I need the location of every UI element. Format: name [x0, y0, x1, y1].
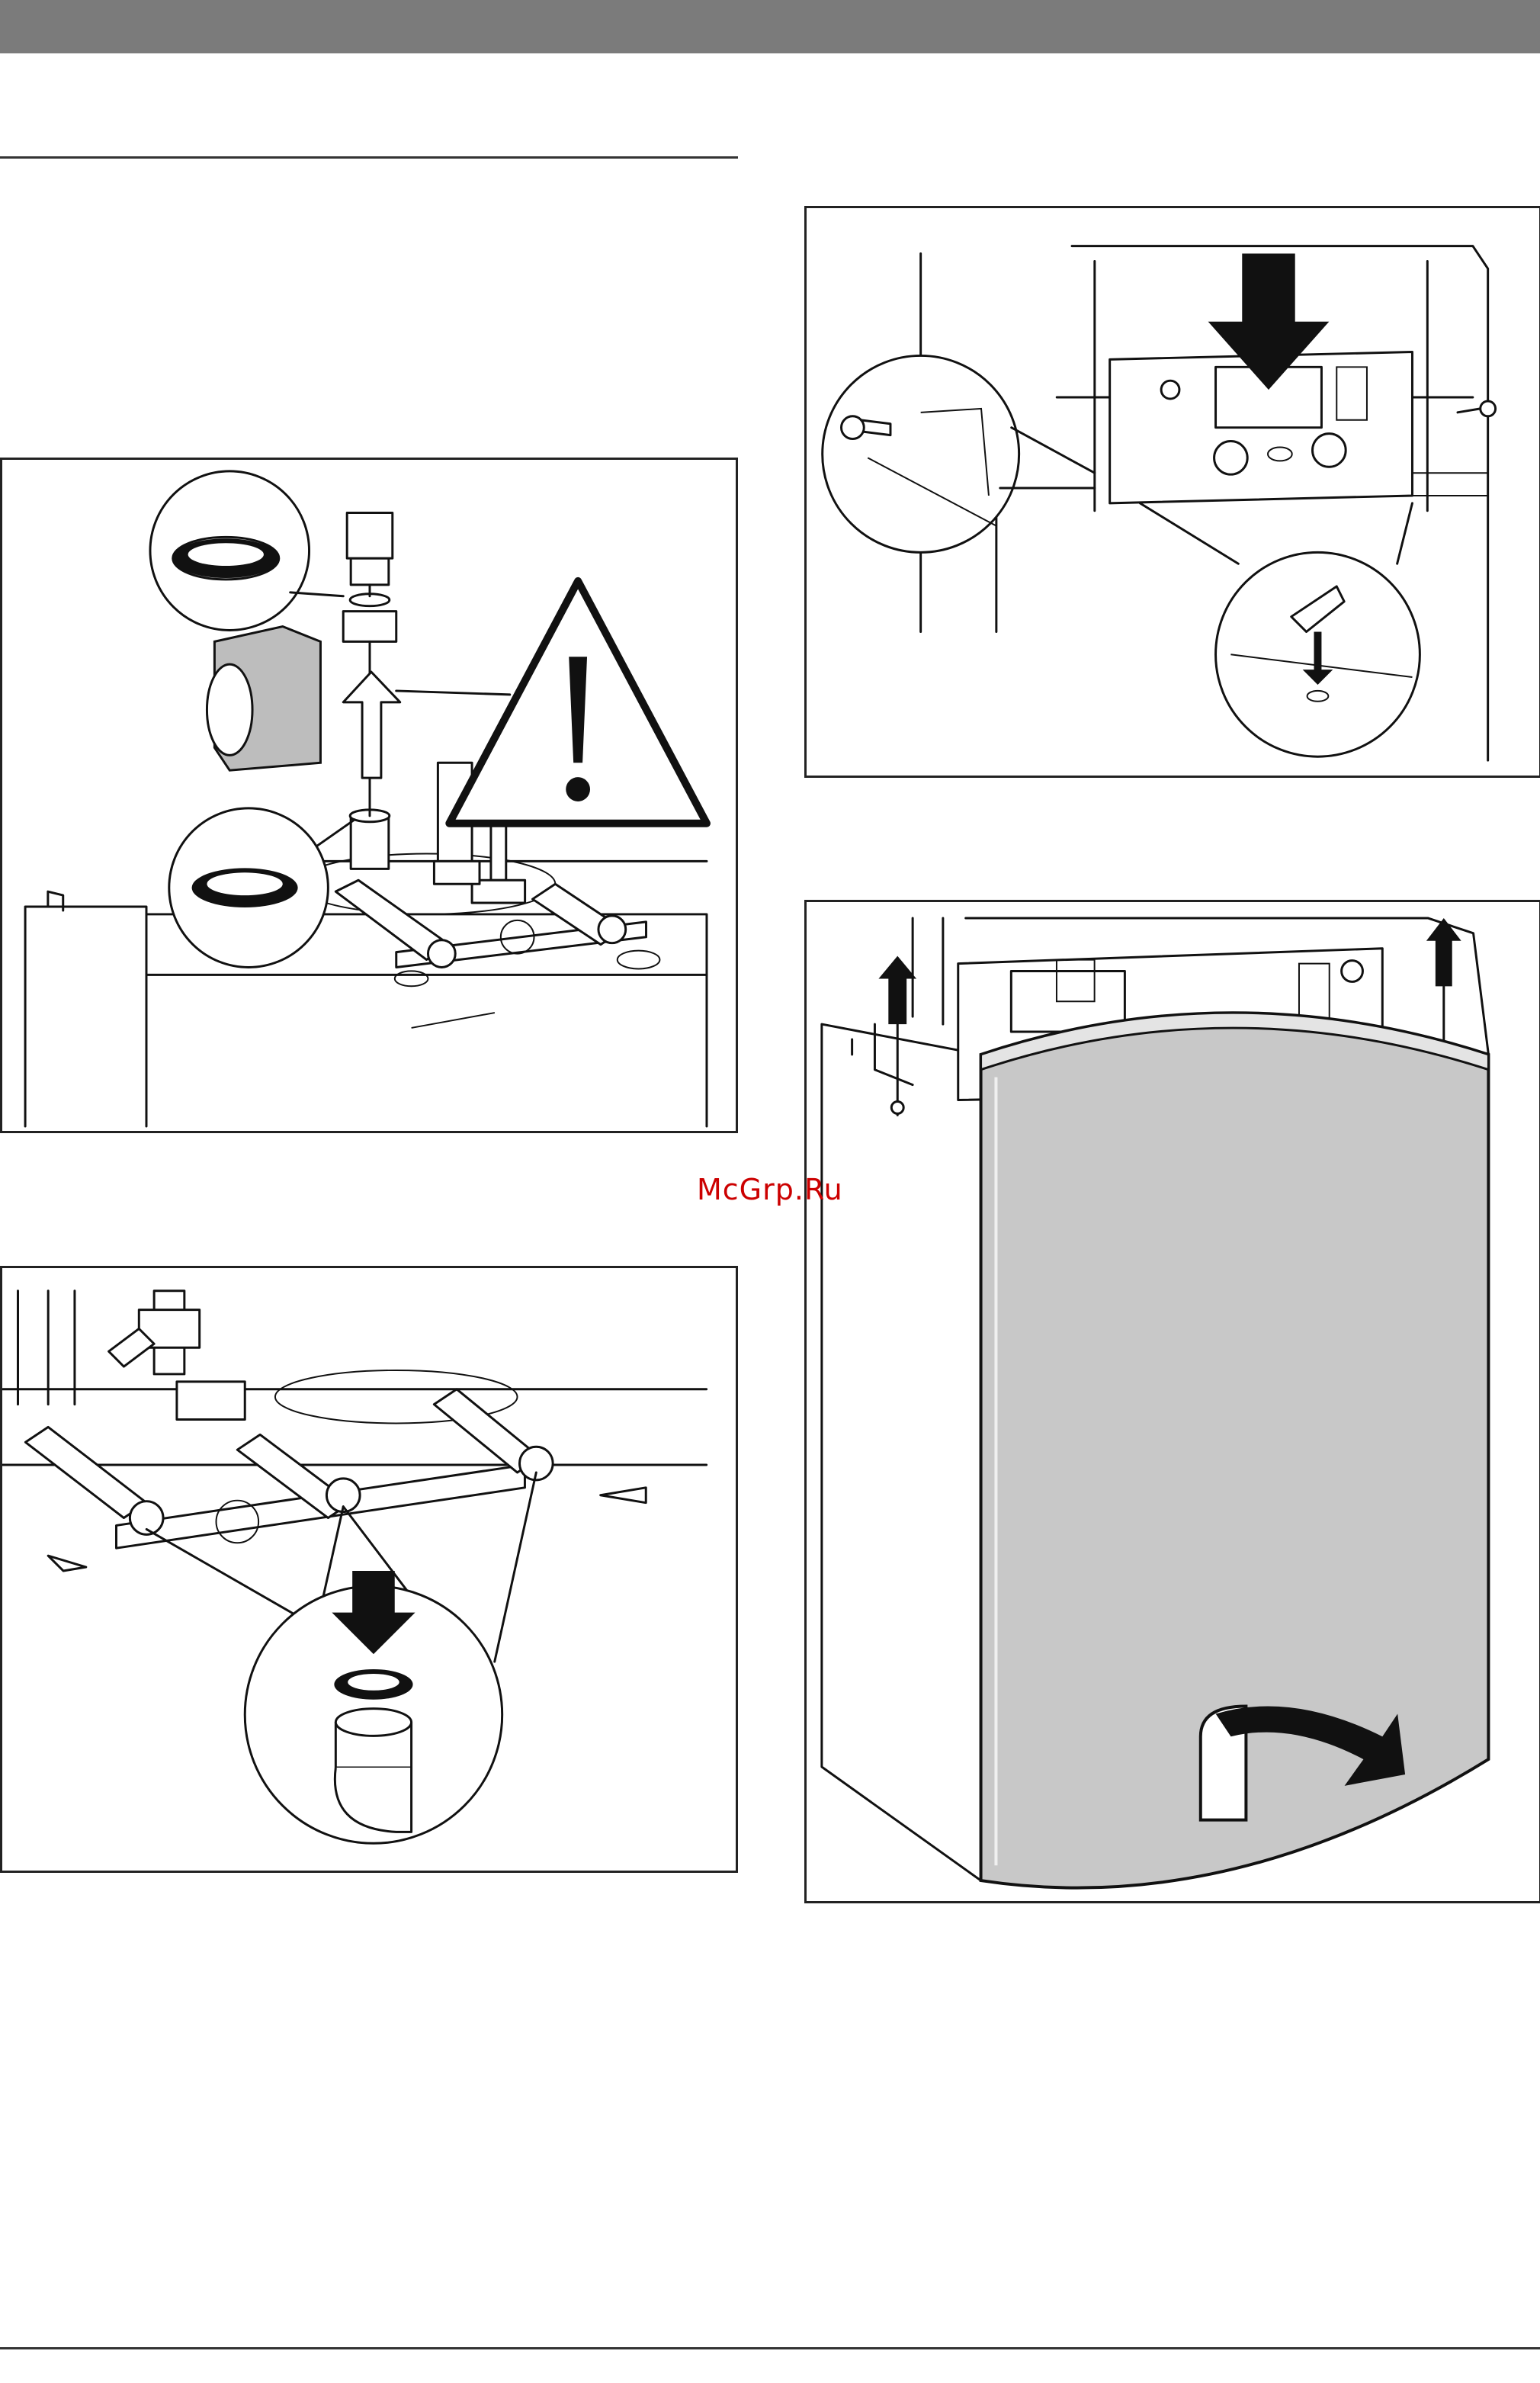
control-panel-illustration — [807, 208, 1539, 776]
figure-pump-removal — [0, 458, 738, 1133]
figure-control-panel-lowering — [804, 206, 1540, 778]
lift-arrow-icon — [343, 672, 399, 778]
warning-icon — [449, 581, 707, 824]
pump-removal-illustration — [2, 460, 736, 1131]
header-bar — [0, 0, 1540, 53]
figure-seal-replacement — [0, 1266, 738, 1873]
figure-front-casing-removal — [804, 900, 1540, 1903]
front-casing-illustration — [807, 902, 1539, 1901]
section-divider — [0, 156, 738, 159]
seal-replacement-illustration — [2, 1268, 736, 1871]
arrow-up-icon — [878, 956, 916, 1024]
watermark: McGrp.Ru — [697, 1173, 843, 1206]
footer-divider — [0, 2347, 1540, 2349]
